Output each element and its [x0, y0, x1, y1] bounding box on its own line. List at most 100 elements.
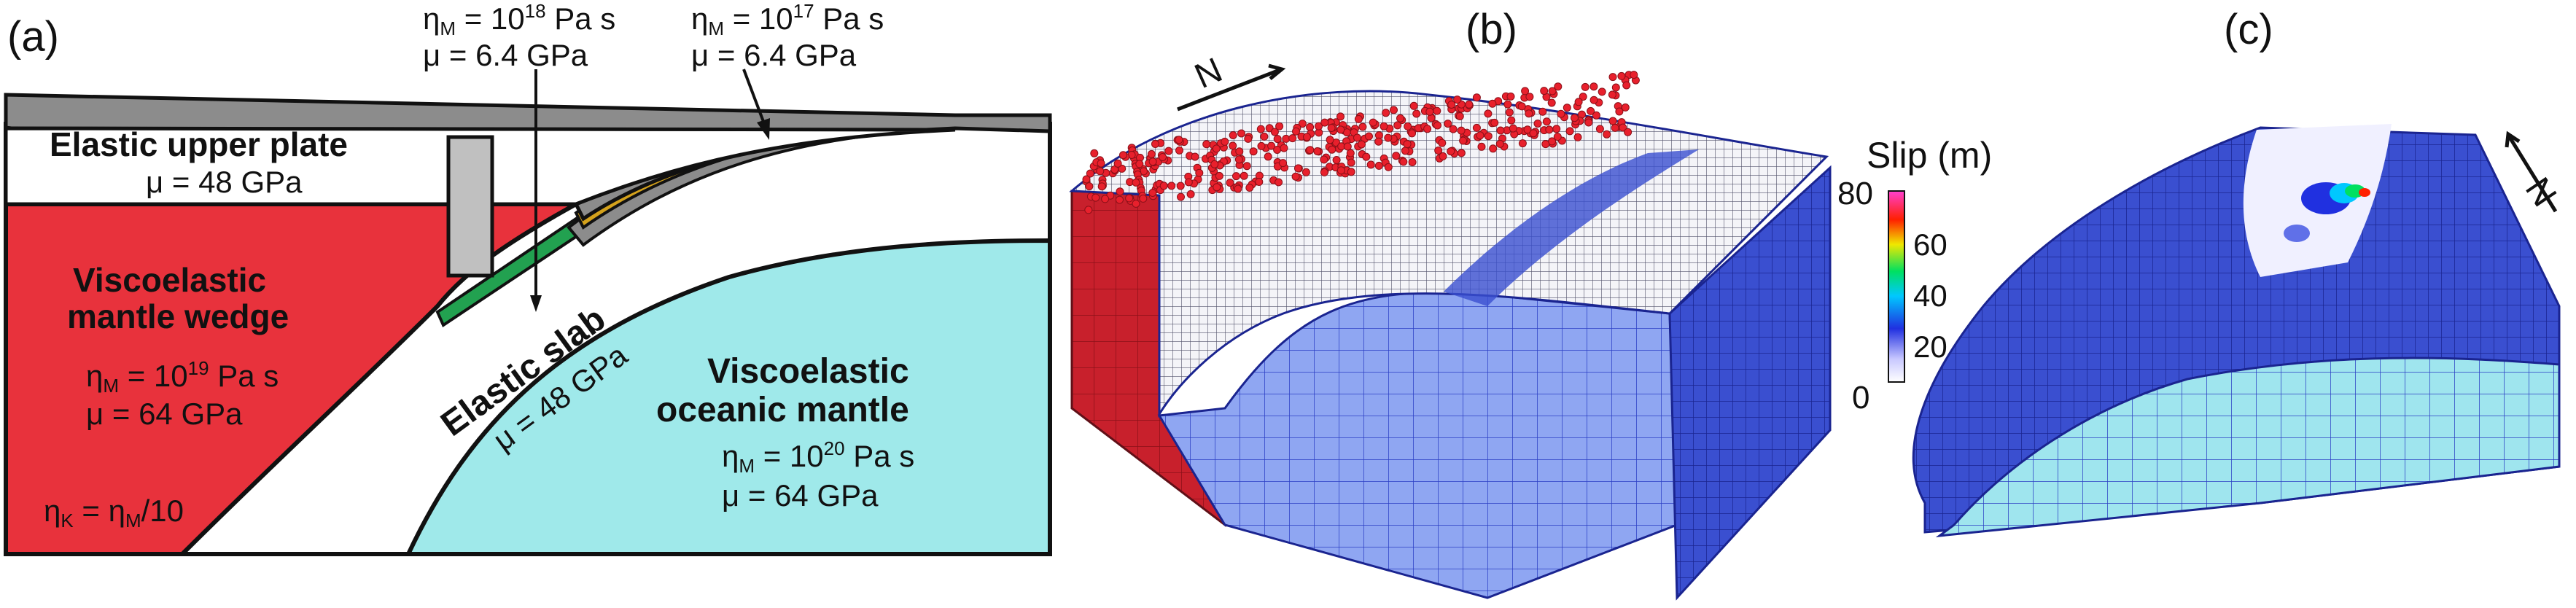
- aftershock-point: [1490, 118, 1499, 127]
- aftershock-point: [1608, 73, 1617, 82]
- aftershock-point: [1619, 123, 1627, 132]
- aftershock-point: [1270, 128, 1279, 136]
- aftershock-point: [1412, 109, 1421, 118]
- aftershock-point: [1408, 158, 1417, 166]
- aftershock-point: [1226, 179, 1234, 187]
- aftershock-point: [1240, 171, 1248, 180]
- aftershock-point: [1409, 101, 1418, 110]
- aftershock-point: [1315, 122, 1323, 130]
- aftershock-point: [1399, 157, 1408, 166]
- aftershock-point: [1148, 157, 1157, 166]
- aftershock-point: [1132, 199, 1140, 208]
- aftershock-point: [1622, 81, 1631, 90]
- aftershock-point: [1380, 122, 1388, 130]
- aftershock-point: [1229, 141, 1237, 150]
- aftershock-point: [1503, 100, 1512, 109]
- aftershock-point: [1175, 136, 1183, 144]
- aftershock-point: [1517, 102, 1526, 111]
- slip-patch-red: [2359, 188, 2370, 197]
- aftershock-point: [1336, 112, 1345, 121]
- aftershock-point: [1291, 172, 1300, 181]
- aftershock-point: [1139, 194, 1148, 203]
- aftershock-point: [1256, 125, 1265, 133]
- aftershock-point: [1327, 124, 1336, 132]
- aftershock-point: [1457, 126, 1466, 135]
- panel-c-north-label: N: [2518, 171, 2564, 214]
- aftershock-point: [1313, 147, 1322, 155]
- aftershock-point: [1439, 152, 1447, 160]
- aftershock-point: [1608, 90, 1616, 99]
- oceanic-mantle-title-1: Viscoelastic: [707, 352, 909, 391]
- callout-weaker-mu: μ = 6.4 GPa: [691, 38, 857, 72]
- upper-plate-title: Elastic upper plate: [50, 125, 348, 163]
- aftershock-point: [1292, 127, 1300, 136]
- gray-column-front: [446, 135, 494, 278]
- aftershock-point: [1617, 71, 1626, 80]
- oceanic-mantle-mu: μ = 64 GPa: [722, 478, 879, 512]
- aftershock-point: [1390, 106, 1398, 114]
- aftershock-point: [1132, 178, 1140, 187]
- aftershock-point: [1374, 137, 1383, 146]
- panel-c-north-arrow: N: [2505, 130, 2564, 214]
- aftershock-point: [1589, 82, 1598, 91]
- panel-c-front-face: [1935, 356, 2561, 538]
- aftershock-point: [1584, 118, 1593, 127]
- aftershock-point: [1096, 167, 1105, 176]
- aftershock-point: [1177, 192, 1185, 201]
- aftershock-point: [1244, 134, 1253, 143]
- aftershock-point: [1392, 152, 1401, 160]
- aftershock-point: [1202, 140, 1211, 149]
- aftershock-point: [1574, 98, 1583, 106]
- aftershock-point: [1477, 142, 1486, 151]
- aftershock-point: [1148, 189, 1157, 197]
- aftershock-point: [1279, 159, 1288, 168]
- aftershock-point: [1595, 125, 1604, 133]
- aftershock-point: [1320, 168, 1328, 176]
- aftershock-point: [1365, 132, 1373, 141]
- aftershock-point: [1540, 87, 1549, 96]
- panel-b-north-label: N: [1189, 51, 1228, 97]
- aftershock-point: [1346, 149, 1355, 157]
- aftershock-point: [1565, 127, 1574, 136]
- kelvin-viscosity: ηK = ηM/10: [44, 494, 184, 531]
- aftershock-point: [1151, 140, 1159, 148]
- aftershock-point: [1438, 139, 1447, 147]
- aftershock-point: [1393, 121, 1402, 130]
- aftershock-point: [1237, 129, 1245, 138]
- aftershock-point: [1275, 178, 1283, 187]
- mantle-wedge-title-1: Viscoelastic: [73, 261, 266, 299]
- aftershock-point: [1529, 129, 1538, 138]
- aftershock-point: [1353, 133, 1361, 142]
- aftershock-point: [1242, 162, 1251, 171]
- panel-a: (a) ηM = 1018 Pa s μ = 6.4 GPa ηM =: [4, 0, 1052, 556]
- aftershock-point: [1423, 125, 1432, 133]
- aftershock-point: [1598, 87, 1606, 96]
- aftershock-point: [1506, 92, 1515, 101]
- aftershock-point: [1624, 128, 1633, 136]
- aftershock-point: [1082, 175, 1091, 184]
- aftershock-point: [1403, 140, 1412, 149]
- aftershock-point: [1221, 137, 1229, 146]
- mantle-wedge-region: [4, 202, 585, 556]
- aftershock-point: [1234, 155, 1243, 164]
- aftershock-point: [1332, 156, 1341, 164]
- aftershock-point: [1362, 152, 1371, 161]
- panel-b-tag: (b): [1466, 6, 1517, 53]
- aftershock-point: [1548, 137, 1557, 146]
- aftershock-point: [1521, 87, 1530, 96]
- aftershock-point: [1608, 117, 1617, 125]
- aftershock-point: [1264, 152, 1272, 161]
- aftershock-point: [1147, 149, 1156, 158]
- aftershock-point: [1298, 120, 1307, 128]
- aftershock-point: [1184, 178, 1193, 187]
- aftershock-point: [1509, 124, 1517, 133]
- aftershock-point: [1229, 131, 1237, 139]
- aftershock-point: [1472, 93, 1481, 102]
- aftershock-point: [1408, 129, 1416, 138]
- aftershock-point: [1167, 182, 1176, 190]
- aftershock-point: [1288, 134, 1297, 143]
- aftershock-point: [1447, 101, 1456, 109]
- panel-b-aftershocks: [1082, 71, 1640, 214]
- aftershock-point: [1101, 195, 1110, 203]
